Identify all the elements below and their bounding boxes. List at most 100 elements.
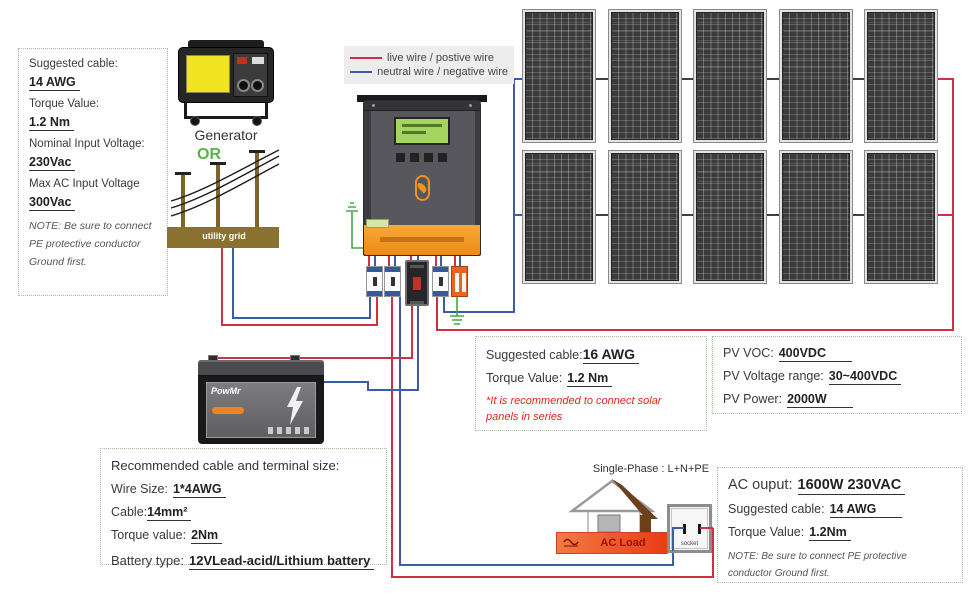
spec-value: 1.2Nm bbox=[809, 525, 851, 541]
solar-panel bbox=[608, 151, 681, 283]
lightning-bolt-icon bbox=[287, 387, 303, 425]
pv-breaker bbox=[432, 266, 449, 297]
neutral-wire-swatch bbox=[350, 71, 373, 73]
battery-body: PowMr bbox=[198, 376, 324, 444]
spec-label: Suggested cable: bbox=[728, 502, 825, 516]
ground-symbol-spd bbox=[450, 297, 464, 325]
spec-label: PV VOC: bbox=[723, 346, 774, 360]
pe-ground-note: NOTE: Be sure to connect PE protective c… bbox=[29, 220, 152, 268]
spec-value: 14 AWG bbox=[29, 75, 80, 91]
live-wire-swatch bbox=[350, 57, 382, 59]
battery-illustration: PowMr bbox=[198, 355, 324, 444]
ac-load-bar: AC Load bbox=[556, 532, 668, 554]
ac-wave-icon bbox=[563, 538, 579, 547]
spec-label: Torque value: bbox=[111, 528, 187, 542]
solar-panel bbox=[608, 10, 681, 142]
spec-label: Max AC Input Voltage bbox=[29, 178, 140, 190]
solar-panel bbox=[779, 151, 852, 283]
single-phase-label: Single-Phase : L+N+PE bbox=[592, 463, 710, 475]
solar-panel bbox=[865, 151, 937, 283]
battery-spec-box: Recommended cable and terminal size: Wir… bbox=[100, 448, 387, 570]
battery-top bbox=[198, 360, 324, 376]
utility-grid-label: utility grid bbox=[202, 231, 246, 241]
inverter-illustration bbox=[357, 92, 487, 256]
legend-live-label: live wire / postive wire bbox=[387, 52, 494, 64]
solar-panel bbox=[523, 10, 595, 142]
spec-value: 14mm² bbox=[147, 505, 192, 521]
pv-spec-box: PV VOC:400VDC PV Voltage range:30~400VDC… bbox=[712, 336, 962, 414]
green-sticker bbox=[366, 219, 389, 228]
spec-value: 400VDC bbox=[778, 346, 852, 362]
inverter-body bbox=[363, 100, 481, 256]
outlet-socket bbox=[251, 79, 264, 92]
battery-brand: PowMr bbox=[211, 386, 241, 396]
generator-wheel bbox=[252, 116, 262, 126]
generator-wheel bbox=[190, 116, 200, 126]
spec-value: 1.2 Nm bbox=[567, 371, 613, 387]
inverter-lcd-screen bbox=[394, 117, 450, 145]
surge-protector bbox=[451, 266, 468, 297]
pv-cable-spec-box: Suggested cable:16 AWG Torque Value: 1.2 … bbox=[475, 336, 707, 431]
spec-label: Torque Value: bbox=[29, 98, 100, 110]
flame-logo-icon bbox=[415, 175, 430, 201]
grid-ac-input-wires bbox=[221, 248, 378, 326]
ac-output-breaker bbox=[384, 266, 401, 297]
spec-value: 14 AWG bbox=[829, 502, 903, 518]
battery-breaker bbox=[405, 260, 429, 306]
spec-label: Battery type: bbox=[111, 553, 184, 568]
spec-value: 2000W bbox=[787, 392, 853, 408]
wire-legend: live wire / postive wire neutral wire / … bbox=[344, 46, 514, 84]
spec-label: Suggested cable: bbox=[29, 58, 118, 70]
battery-orange-badge bbox=[212, 407, 244, 414]
spec-label: PV Voltage range: bbox=[723, 369, 824, 383]
spec-value: 16 AWG bbox=[582, 346, 639, 364]
inverter-top-cap bbox=[364, 101, 480, 111]
generator-handle bbox=[188, 40, 264, 49]
spec-label: Cable: bbox=[111, 505, 148, 519]
socket-label: socket bbox=[680, 541, 699, 547]
ac-input-breaker bbox=[366, 266, 383, 297]
power-poles-icon bbox=[167, 149, 280, 248]
ac-load-label: AC Load bbox=[600, 537, 646, 549]
spec-value: 12VLead-acid/Lithium battery bbox=[188, 553, 375, 570]
spec-label: Nominal Input Voltage: bbox=[29, 138, 145, 150]
spec-value: 1600W 230VAC bbox=[797, 477, 906, 495]
outlet-socket bbox=[237, 79, 250, 92]
spec-label: Wire Size: bbox=[111, 482, 168, 496]
solar-panel bbox=[694, 151, 766, 283]
spec-label: Torque Value: bbox=[728, 525, 805, 539]
or-label: OR bbox=[197, 146, 221, 163]
inverter-buttons bbox=[396, 153, 449, 162]
solar-panel bbox=[694, 10, 766, 142]
battery-label: PowMr bbox=[206, 382, 316, 438]
socket-illustration: socket bbox=[667, 504, 712, 553]
legend-neutral-label: neutral wire / negative wire bbox=[377, 66, 508, 78]
spec-title: Recommended cable and terminal size: bbox=[111, 458, 340, 473]
utility-grid-illustration: utility grid bbox=[165, 146, 283, 250]
series-warning: *It is recommended to connect solar pane… bbox=[486, 395, 662, 423]
socket-pin bbox=[698, 524, 701, 534]
generator-front-panel bbox=[186, 55, 230, 93]
solar-panel bbox=[865, 10, 937, 142]
spec-label: AC ouput: bbox=[728, 477, 793, 493]
spec-label: Suggested cable: bbox=[486, 348, 583, 362]
generator-label: Generator bbox=[194, 127, 258, 143]
generator-illustration bbox=[178, 40, 274, 126]
generator-body bbox=[178, 47, 274, 103]
spec-value: 1.2 Nm bbox=[29, 115, 74, 131]
mounting-bracket bbox=[357, 95, 487, 102]
spec-value: 2Nm bbox=[191, 528, 223, 544]
inverter-orange-band bbox=[364, 225, 480, 255]
socket-pin bbox=[683, 524, 686, 534]
spec-value: 230Vac bbox=[29, 155, 76, 171]
spec-label: PV Power: bbox=[723, 392, 783, 406]
pe-ground-note: NOTE: Be sure to connect PE protective c… bbox=[728, 551, 907, 579]
solar-panel bbox=[523, 151, 595, 283]
ac-output-spec-box: AC ouput:1600W 230VAC Suggested cable: 14… bbox=[717, 467, 963, 583]
meter-display bbox=[252, 57, 264, 64]
solar-panel bbox=[779, 10, 852, 142]
spec-value: 1*4AWG bbox=[172, 482, 226, 498]
generator-frame bbox=[184, 103, 268, 119]
spec-label: Torque Value: bbox=[486, 371, 563, 385]
